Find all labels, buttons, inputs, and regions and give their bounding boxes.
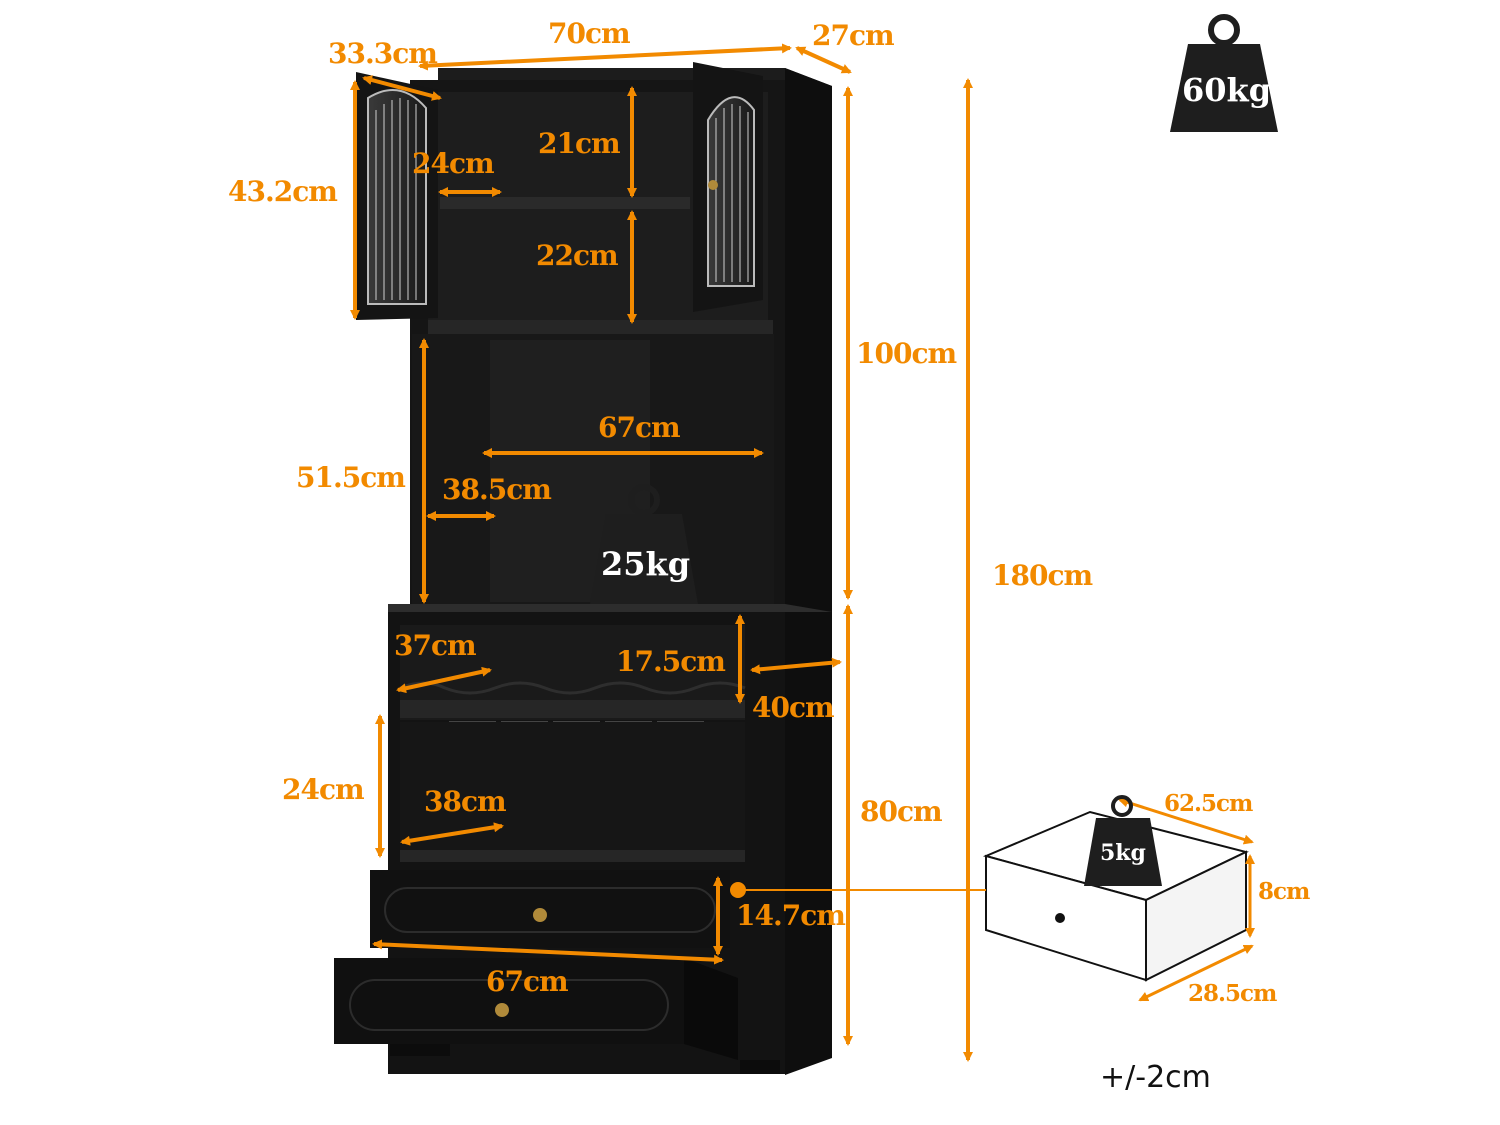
weight-icon [1170, 14, 1278, 132]
drawer-detail-depth-label: 28.5cm [1188, 980, 1277, 1007]
wine-rack-height-label: 17.5cm [616, 645, 726, 678]
total-height-label: 180cm [992, 559, 1093, 592]
drawer-load-label: 5kg [1100, 840, 1146, 866]
top-depth-label: 27cm [812, 19, 895, 52]
drawer-knob [495, 1003, 509, 1017]
tolerance-note: +/-2cm [1100, 1060, 1211, 1095]
counter-top [388, 604, 832, 612]
lower-shelf-depth-label: 38cm [424, 785, 507, 818]
top-compartment-height-label: 21cm [538, 127, 621, 160]
cabinet [334, 62, 832, 1075]
open-shelf-height-label: 51.5cm [296, 461, 406, 494]
drawer-detail-width-label: 62.5cm [1164, 790, 1253, 817]
wine-rack-depth-label: 40cm [752, 691, 835, 724]
door-height-label: 43.2cm [228, 175, 338, 208]
upper-shelf-depth-label: 24cm [412, 147, 495, 180]
drawer-top [370, 870, 730, 948]
open-shelf-load-label: 25kg [601, 545, 691, 583]
door-knob [708, 180, 718, 190]
upper-section-height-label: 100cm [856, 337, 957, 370]
lower-compartment-height-label: 22cm [536, 239, 619, 272]
drawer-height-label: 14.7cm [736, 899, 846, 932]
wine-rack-width-label: 37cm [394, 629, 477, 662]
weight-icon [1084, 795, 1162, 886]
drawer-knob [533, 908, 547, 922]
upper-shelf [440, 197, 690, 209]
open-shelf-width-label: 67cm [598, 411, 681, 444]
lower-section-height-label: 80cm [860, 795, 943, 828]
lower-shelf-height-label: 24cm [282, 773, 365, 806]
drawer-width-label: 67cm [486, 965, 569, 998]
cabinet-side [785, 68, 832, 1075]
door-width-label: 33.3cm [328, 37, 438, 70]
drawer-detail-height-label: 8cm [1258, 878, 1310, 905]
open-shelf-depth-label: 38.5cm [442, 473, 552, 506]
top-width-label: 70cm [548, 17, 631, 50]
weight-icon [590, 484, 698, 604]
dimension-lines [350, 43, 1255, 1062]
max-load-label: 60kg [1182, 71, 1272, 109]
